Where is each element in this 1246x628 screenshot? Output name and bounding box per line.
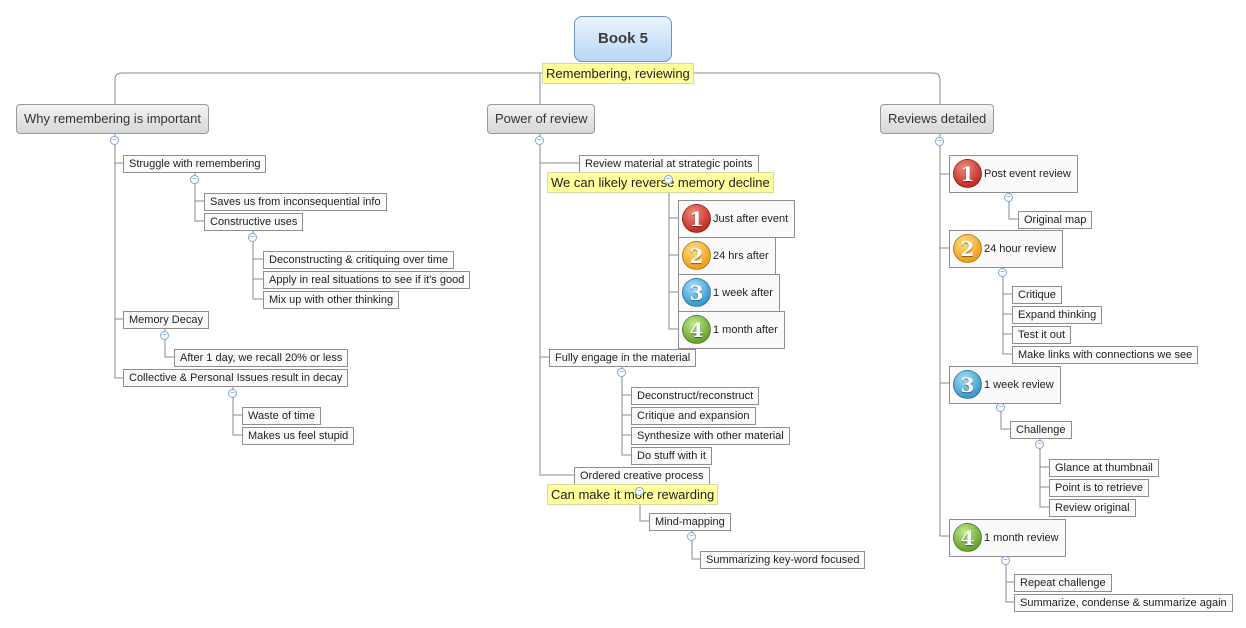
topic-do-stuff-with-it[interactable]: Do stuff with it bbox=[631, 447, 712, 465]
topic-apply-real-situations[interactable]: Apply in real situations to see if it's … bbox=[263, 271, 471, 289]
topic-label: Just after event bbox=[713, 213, 789, 225]
collapse-toggle-branch-3[interactable]: − bbox=[935, 137, 944, 146]
collapse-toggle[interactable]: − bbox=[1004, 193, 1013, 202]
topic-1-week-after[interactable]: 3 1 week after bbox=[678, 274, 780, 312]
branch-reviews-detailed[interactable]: Reviews detailed bbox=[880, 104, 995, 134]
topic-label: 24 hour review bbox=[984, 243, 1057, 255]
topic-fully-engage[interactable]: Fully engage in the material bbox=[549, 349, 697, 367]
branch-power-of-review[interactable]: Power of review bbox=[487, 104, 596, 134]
topic-repeat-challenge[interactable]: Repeat challenge bbox=[1014, 574, 1112, 592]
topic-mind-mapping[interactable]: Mind-mapping bbox=[649, 513, 731, 531]
central-topic-label[interactable]: Remembering, reviewing bbox=[542, 63, 694, 84]
topic-label: Post event review bbox=[984, 168, 1071, 180]
topic-label: 1 week after bbox=[713, 287, 773, 299]
collapse-toggle[interactable]: − bbox=[160, 331, 169, 340]
topic-expand-thinking[interactable]: Expand thinking bbox=[1012, 306, 1103, 324]
collapse-toggle[interactable]: − bbox=[996, 403, 1005, 412]
number-4-icon: 4 bbox=[682, 315, 711, 344]
topic-24-hrs-after[interactable]: 2 24 hrs after bbox=[678, 237, 776, 275]
topic-label: 1 month review bbox=[984, 532, 1059, 544]
topic-1-month-review[interactable]: 4 1 month review bbox=[949, 519, 1066, 557]
collapse-toggle-branch-1[interactable]: − bbox=[110, 136, 119, 145]
collapse-toggle[interactable]: − bbox=[1035, 440, 1044, 449]
number-3-icon: 3 bbox=[682, 278, 711, 307]
topic-critique[interactable]: Critique bbox=[1012, 286, 1062, 304]
collapse-toggle[interactable]: − bbox=[228, 389, 237, 398]
collapse-toggle[interactable]: − bbox=[664, 175, 673, 184]
topic-label: 24 hrs after bbox=[713, 250, 769, 262]
topic-test-it-out[interactable]: Test it out bbox=[1012, 326, 1072, 344]
topic-memory-decay[interactable]: Memory Decay bbox=[123, 311, 209, 329]
topic-synthesize[interactable]: Synthesize with other material bbox=[631, 427, 790, 445]
collapse-toggle[interactable]: − bbox=[190, 175, 199, 184]
topic-summarizing-key-word[interactable]: Summarizing key-word focused bbox=[700, 551, 866, 569]
topic-deconstructing-critiquing[interactable]: Deconstructing & critiquing over time bbox=[263, 251, 455, 269]
number-3-icon: 3 bbox=[953, 370, 982, 399]
collapse-toggle-branch-2[interactable]: − bbox=[535, 136, 544, 145]
topic-summarize-condense[interactable]: Summarize, condense & summarize again bbox=[1014, 594, 1233, 612]
number-1-icon: 1 bbox=[682, 204, 711, 233]
topic-1-month-after[interactable]: 4 1 month after bbox=[678, 311, 785, 349]
topic-challenge[interactable]: Challenge bbox=[1010, 421, 1072, 439]
collapse-toggle[interactable]: − bbox=[635, 487, 644, 496]
topic-saves-us[interactable]: Saves us from inconsequential info bbox=[204, 193, 387, 211]
topic-critique-and-expansion[interactable]: Critique and expansion bbox=[631, 407, 756, 425]
number-1-icon: 1 bbox=[953, 159, 982, 188]
collapse-toggle[interactable]: − bbox=[687, 532, 696, 541]
topic-note-more-rewarding[interactable]: Can make it more rewarding bbox=[547, 484, 719, 505]
topic-collective-personal-issues[interactable]: Collective & Personal Issues result in d… bbox=[123, 369, 349, 387]
topic-note-reverse-memory-decline[interactable]: We can likely reverse memory decline bbox=[547, 172, 774, 193]
topic-point-is-to-retrieve[interactable]: Point is to retrieve bbox=[1049, 479, 1150, 497]
topic-label: 1 month after bbox=[713, 324, 778, 336]
topic-ordered-creative-process[interactable]: Ordered creative process bbox=[574, 467, 710, 485]
topic-mix-up-thinking[interactable]: Mix up with other thinking bbox=[263, 291, 400, 309]
topic-makes-us-feel-stupid[interactable]: Makes us feel stupid bbox=[242, 427, 355, 445]
topic-glance-at-thumbnail[interactable]: Glance at thumbnail bbox=[1049, 459, 1159, 477]
topic-make-links[interactable]: Make links with connections we see bbox=[1012, 346, 1199, 364]
topic-label: 1 week review bbox=[984, 379, 1054, 391]
topic-1-week-review[interactable]: 3 1 week review bbox=[949, 366, 1061, 404]
number-4-icon: 4 bbox=[953, 523, 982, 552]
topic-constructive-uses[interactable]: Constructive uses bbox=[204, 213, 304, 231]
number-2-icon: 2 bbox=[953, 234, 982, 263]
topic-original-map[interactable]: Original map bbox=[1018, 211, 1093, 229]
topic-after-1-day[interactable]: After 1 day, we recall 20% or less bbox=[174, 349, 349, 367]
number-2-icon: 2 bbox=[682, 241, 711, 270]
collapse-toggle[interactable]: − bbox=[998, 268, 1007, 277]
collapse-toggle[interactable]: − bbox=[617, 368, 626, 377]
topic-waste-of-time[interactable]: Waste of time bbox=[242, 407, 321, 425]
collapse-toggle[interactable]: − bbox=[248, 233, 257, 242]
topic-review-strategic-points[interactable]: Review material at strategic points bbox=[579, 155, 759, 173]
central-topic[interactable]: Book 5 bbox=[574, 16, 672, 62]
topic-24-hour-review[interactable]: 2 24 hour review bbox=[949, 230, 1064, 268]
topic-struggle-with-remembering[interactable]: Struggle with remembering bbox=[123, 155, 267, 173]
topic-post-event-review[interactable]: 1 Post event review bbox=[949, 155, 1078, 193]
topic-just-after-event[interactable]: 1 Just after event bbox=[678, 200, 796, 238]
topic-review-original[interactable]: Review original bbox=[1049, 499, 1136, 517]
branch-why-remembering[interactable]: Why remembering is important bbox=[16, 104, 209, 134]
topic-deconstruct-reconstruct[interactable]: Deconstruct/reconstruct bbox=[631, 387, 760, 405]
collapse-toggle[interactable]: − bbox=[1001, 556, 1010, 565]
